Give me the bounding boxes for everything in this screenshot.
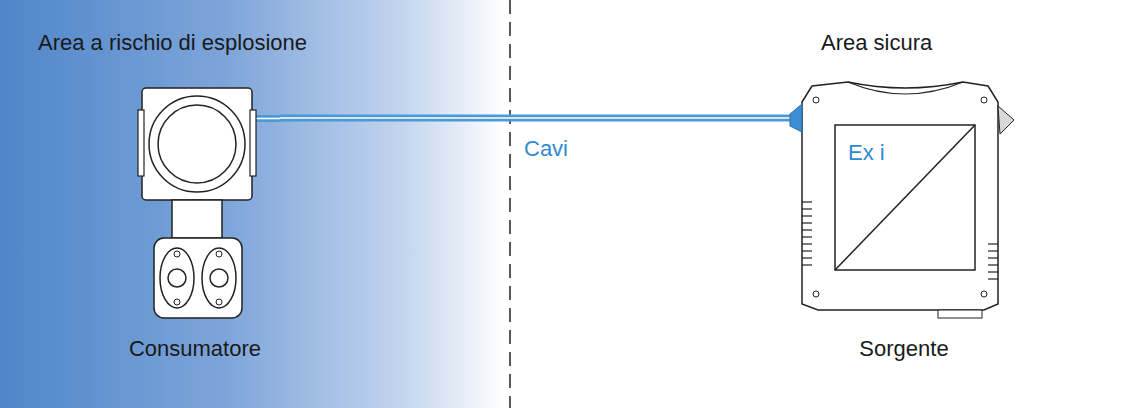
terminal-wedge <box>790 104 802 132</box>
screw-hole <box>981 291 987 297</box>
cable-group <box>280 118 790 119</box>
cover <box>149 96 245 192</box>
side-tab <box>998 106 1014 134</box>
housing-flange <box>138 110 144 176</box>
zone-boundary <box>509 0 511 408</box>
screw-hole <box>813 291 819 297</box>
housing-flange <box>250 110 256 176</box>
cable <box>280 115 790 122</box>
process-flange <box>154 238 242 318</box>
device-housing <box>802 82 998 310</box>
label-plate <box>835 125 975 270</box>
cable-core <box>280 117 790 119</box>
bolt-hole <box>174 251 180 257</box>
bolt-hole <box>216 251 222 257</box>
device-caption: Consumatore <box>129 336 261 362</box>
port-hole <box>210 269 228 287</box>
port-hole <box>168 269 186 287</box>
bolt-hole <box>216 299 222 305</box>
area-label: Area a rischio di esplosione <box>38 30 307 56</box>
edge-label: Cavi <box>524 136 568 162</box>
housing <box>142 88 252 200</box>
device-caption: Sorgente <box>859 336 948 362</box>
screw-hole <box>981 97 987 103</box>
isolation-diagonal <box>835 125 975 270</box>
flange-port <box>202 248 236 308</box>
area-label: Area sicura <box>821 30 932 56</box>
screw-hole <box>813 97 819 103</box>
bolt-hole <box>174 299 180 305</box>
cover-inner <box>158 105 236 183</box>
cooling-ribs <box>802 202 998 279</box>
illustration <box>788 72 1020 372</box>
housing-groove <box>848 82 963 94</box>
din-clip <box>938 310 982 318</box>
flange-port <box>160 248 194 308</box>
protection-marking: Ex i <box>848 140 885 166</box>
illustration <box>110 80 280 372</box>
neck <box>172 200 222 238</box>
transmitter: Consumatore <box>110 80 280 372</box>
isolator-barrier: Ex i Sorgente <box>788 72 1020 372</box>
hazard-area <box>0 0 505 408</box>
